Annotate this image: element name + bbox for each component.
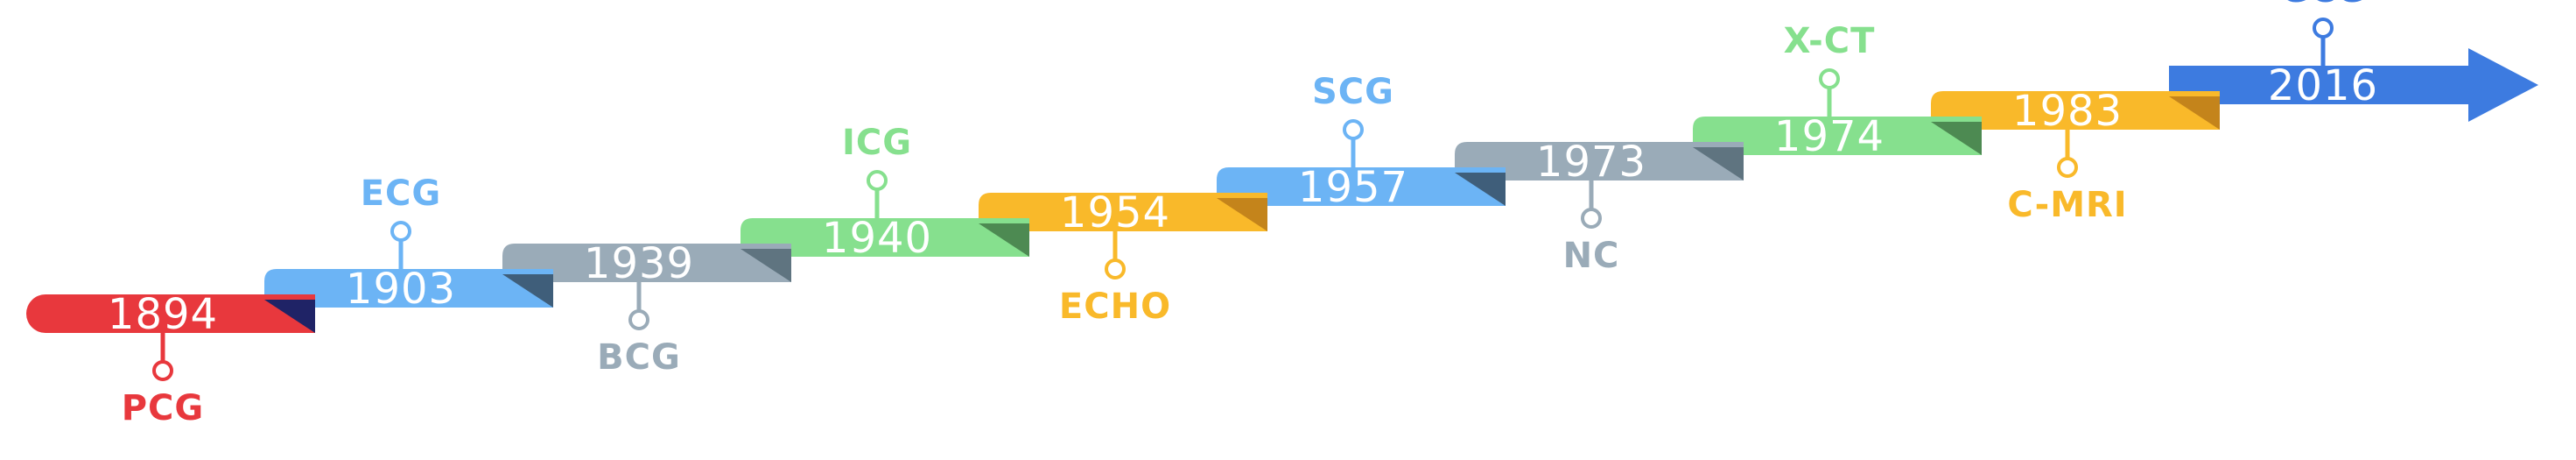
timeline-fold-shadow <box>2169 96 2220 130</box>
milestone-marker: BCG <box>597 282 681 378</box>
timeline-segment: 1903 <box>264 265 553 314</box>
timeline-segment: 1973 <box>1455 138 1744 187</box>
milestone-marker: PCG <box>122 333 205 428</box>
timeline-year-label: 1954 <box>1060 188 1170 237</box>
timeline-segment-body <box>264 269 553 308</box>
timeline-fold-shadow <box>979 223 1029 257</box>
timeline-year-label: 1894 <box>108 290 218 339</box>
milestone-marker: ECG <box>361 173 442 269</box>
timeline-segment-body <box>979 193 1267 231</box>
timeline-segment: 1954 <box>979 188 1267 237</box>
timeline-segment-body <box>502 244 791 282</box>
milestone-label: NC <box>1563 236 1620 276</box>
milestone-marker: ICG <box>842 123 912 218</box>
pin-ring-icon <box>390 221 411 242</box>
timeline-year-label: 1973 <box>1536 138 1646 187</box>
milestone-label: SCG <box>1312 72 1394 112</box>
milestone-marker: X-CT <box>1784 21 1876 117</box>
milestone-label: GCG <box>2280 0 2366 11</box>
milestone-marker: SCG <box>1312 72 1394 167</box>
milestone-label: ECHO <box>1059 287 1171 327</box>
timeline-segment-body <box>1931 91 2220 130</box>
pin-ring-icon <box>1105 258 1126 280</box>
pin-ring-icon <box>2313 18 2334 39</box>
milestone-label: ICG <box>842 123 912 163</box>
timeline-labels: PCG ECG BCG ICG ECHO SCG NC X-CT C-MRI GCG <box>122 0 2366 428</box>
pin-ring-icon <box>867 170 888 191</box>
milestone-label: PCG <box>122 388 205 428</box>
timeline-fold-shadow <box>1455 173 1506 206</box>
timeline-year-label: 1940 <box>822 214 932 263</box>
timeline-segment: 1894 <box>26 290 315 339</box>
milestone-marker: GCG <box>2280 0 2366 66</box>
milestone-marker: C-MRI <box>2007 130 2127 225</box>
milestone-label: X-CT <box>1784 21 1876 61</box>
timeline-fold-shadow <box>741 249 791 282</box>
pin-ring-icon <box>2057 157 2078 178</box>
timeline-arrow-body <box>2169 48 2538 122</box>
timeline-segment-body <box>1217 167 1506 206</box>
timeline-segment: 2016 <box>2169 48 2538 122</box>
timeline-segment: 1957 <box>1217 163 1506 212</box>
timeline-segment: 1939 <box>502 239 791 288</box>
milestone-marker: ECHO <box>1059 231 1171 327</box>
milestone-label: ECG <box>361 173 442 214</box>
timeline-segment-body <box>1455 142 1744 180</box>
timeline-fold-shadow <box>1217 198 1267 231</box>
timeline-fold-shadow <box>502 274 553 308</box>
timeline-year-label: 1939 <box>584 239 694 288</box>
pin-ring-icon <box>152 360 173 381</box>
timeline-segment-body <box>741 218 1029 257</box>
timeline-year-label: 1903 <box>346 265 456 314</box>
pin-ring-icon <box>628 309 649 330</box>
timeline-year-label: 1974 <box>1774 112 1885 161</box>
timeline-year-label: 1957 <box>1298 163 1408 212</box>
milestone-marker: NC <box>1563 180 1620 276</box>
pin-ring-icon <box>1343 119 1364 140</box>
timeline-year-label: 2016 <box>2268 61 2378 110</box>
timeline-segment: 1974 <box>1693 112 1982 161</box>
timeline-segment: 1940 <box>741 214 1029 263</box>
timeline-fold-shadow <box>264 300 315 333</box>
timeline-fold-shadow <box>1931 122 1982 155</box>
timeline-segment: 1983 <box>1931 87 2220 136</box>
timeline-segments: 2016 1983 1974 1973 1957 1954 1940 1939 1903 1894 <box>26 48 2538 339</box>
timeline-fold-shadow <box>1693 147 1744 180</box>
timeline-segment-body <box>1693 117 1982 155</box>
milestone-label: C-MRI <box>2007 185 2127 225</box>
pin-ring-icon <box>1581 208 1602 229</box>
timeline-segment-body <box>26 294 315 333</box>
pin-ring-icon <box>1819 68 1840 89</box>
milestone-label: BCG <box>597 337 681 378</box>
timeline-year-label: 1983 <box>2012 87 2123 136</box>
